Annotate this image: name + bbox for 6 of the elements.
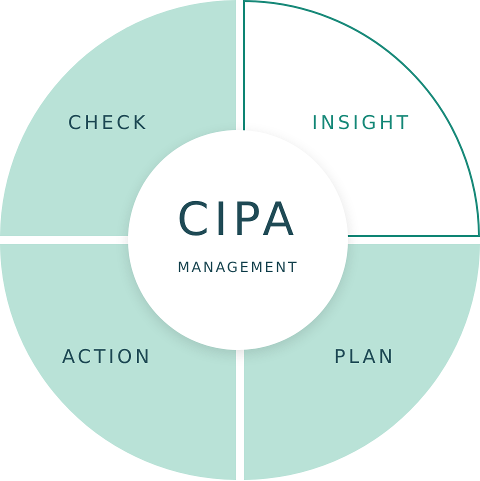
segment-label: ACTION [62,346,152,368]
center-subtitle: MANAGEMENT [176,260,300,276]
segment-label: PLAN [334,346,396,368]
segment-label: INSIGHT [312,112,412,134]
center-title: CIPA [176,192,300,246]
segment-label: CHECK [68,112,148,134]
